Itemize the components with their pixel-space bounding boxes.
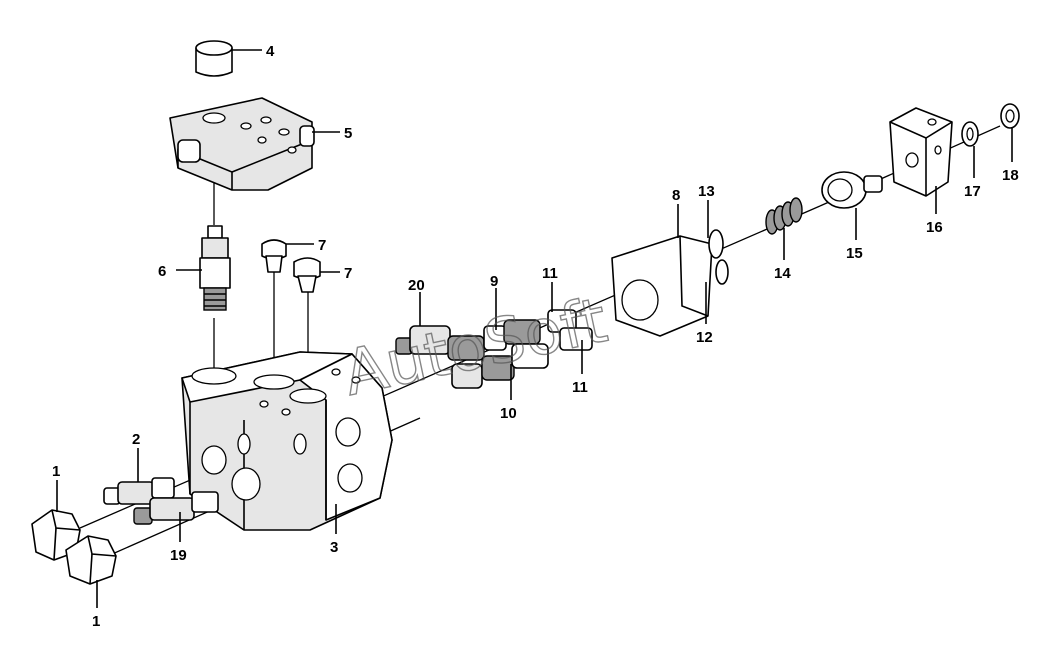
pin-part-19 — [133, 491, 219, 525]
callout-label: 2 — [132, 431, 140, 448]
plug-part-7a — [261, 239, 287, 273]
oring-part-12 — [715, 259, 729, 285]
end-cap-part-1b — [65, 535, 117, 585]
callout-label: 8 — [672, 187, 680, 204]
spring-part-11 — [547, 309, 593, 351]
end-cap-part-1a — [31, 509, 81, 561]
callout-label: 3 — [330, 539, 338, 556]
callout-label: 11 — [542, 265, 558, 282]
spool-part-20 — [395, 325, 451, 355]
end-housing-part-8 — [611, 235, 713, 337]
washer-part-17 — [961, 121, 979, 147]
callout-label: 1 — [92, 613, 100, 630]
callout-label: 15 — [846, 245, 863, 262]
adjuster-part-15 — [821, 171, 883, 209]
spool-part-10 — [451, 343, 549, 389]
callout-label: 5 — [344, 125, 352, 142]
callout-label: 16 — [926, 219, 943, 236]
cartridge-valve-part-6 — [199, 225, 231, 311]
nut-part-18 — [1000, 103, 1020, 129]
callout-label: 19 — [170, 547, 187, 564]
callout-label: 1 — [52, 463, 60, 480]
spool-part-9 — [447, 319, 541, 361]
end-block-part-16 — [889, 107, 953, 197]
callout-label: 7 — [318, 237, 326, 254]
callout-label: 10 — [500, 405, 517, 422]
leader-lines — [56, 49, 1013, 608]
callout-label: 18 — [1002, 167, 1019, 184]
callout-label: 6 — [158, 263, 166, 280]
callout-label: 7 — [344, 265, 352, 282]
callout-label: 17 — [964, 183, 981, 200]
pin-part-2 — [103, 477, 175, 505]
plug-part-7b — [293, 257, 321, 293]
callout-label: 9 — [490, 273, 498, 290]
spring-part-14 — [765, 197, 803, 235]
valve-body-part-3 — [181, 351, 393, 531]
callout-label: 11 — [572, 379, 588, 396]
callout-label: 20 — [408, 277, 425, 294]
oring-part-13 — [708, 229, 724, 259]
callout-label: 14 — [774, 265, 791, 282]
relief-block-part-5 — [169, 97, 315, 191]
callout-labels: 1 1 2 3 4 5 6 7 7 8 9 10 11 11 12 13 14 … — [52, 43, 1019, 630]
callout-label: 12 — [696, 329, 713, 346]
callout-label: 4 — [266, 43, 275, 60]
callout-label: 13 — [698, 183, 715, 200]
cap-part-4 — [195, 40, 233, 77]
